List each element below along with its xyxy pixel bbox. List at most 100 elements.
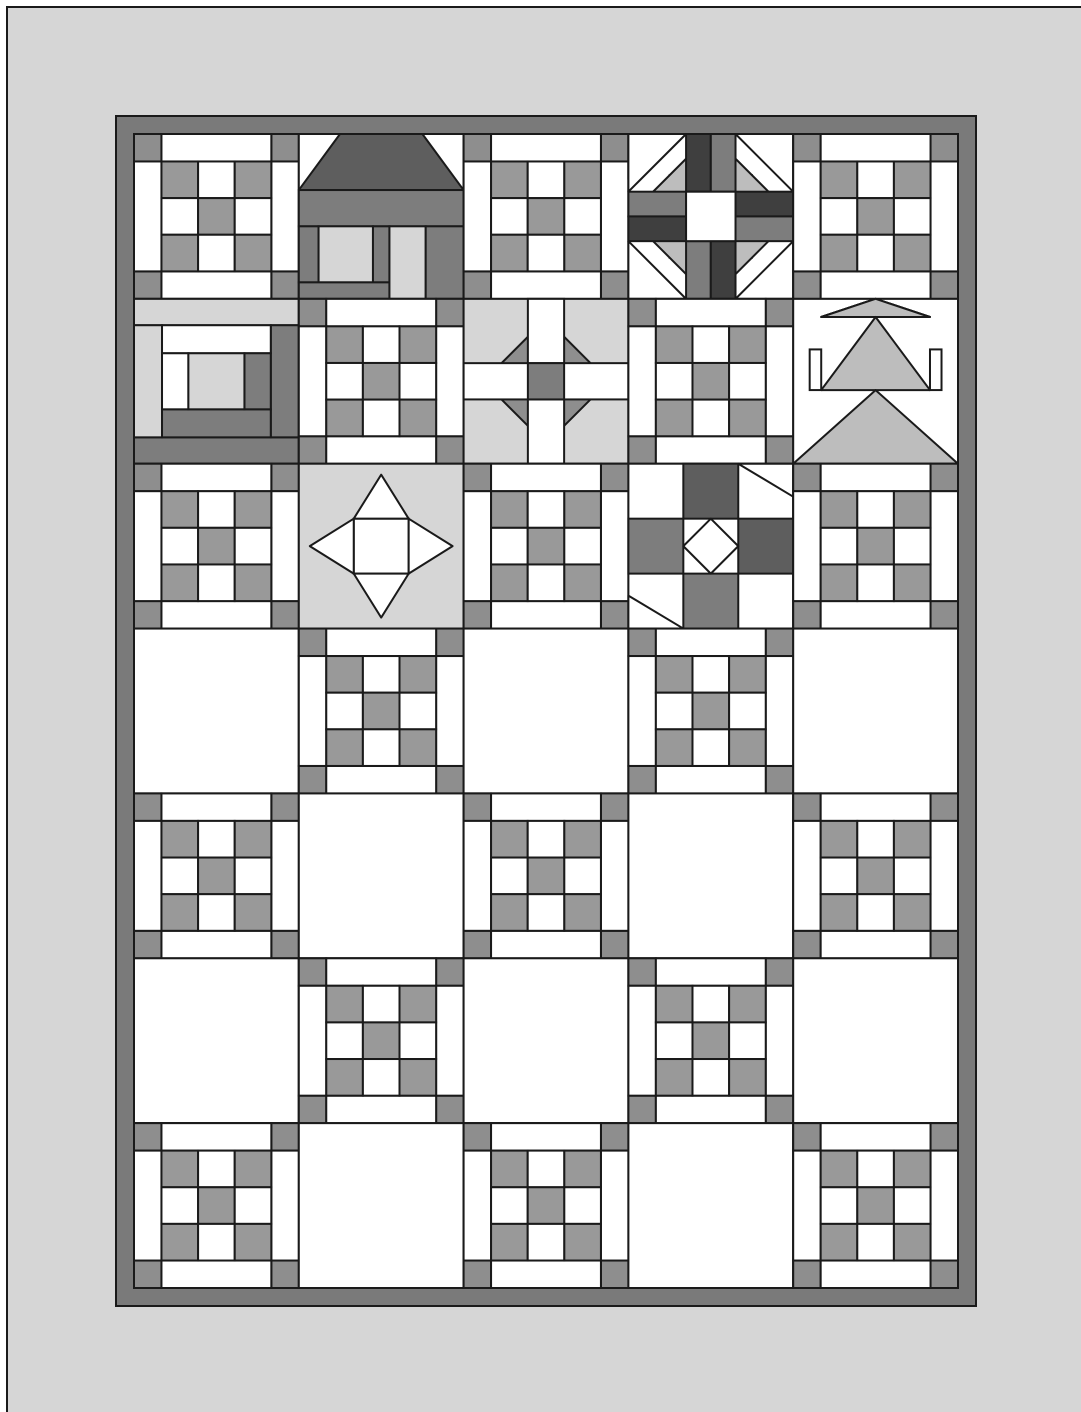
nine-patch-square — [564, 821, 601, 858]
nine-patch-square — [235, 198, 272, 235]
nine-patch-square — [857, 528, 894, 565]
sash — [656, 766, 766, 793]
plain-block — [793, 629, 958, 794]
nine-patch-square — [692, 656, 729, 693]
nine-patch-square — [326, 986, 363, 1023]
nine-patch-square — [857, 1187, 894, 1224]
nine-patch-square — [894, 235, 931, 272]
nine-patch-square — [326, 656, 363, 693]
nine-patch-square — [161, 1187, 198, 1224]
cornerstone — [134, 931, 161, 958]
nine-patch-square — [235, 528, 272, 565]
block-nine-patch — [793, 464, 958, 629]
nine-patch-square — [564, 1151, 601, 1188]
nine-patch-square — [491, 198, 528, 235]
nine-patch-square — [821, 1151, 858, 1188]
plain-block — [793, 958, 958, 1123]
log — [134, 437, 299, 463]
cornerstone — [793, 1123, 820, 1150]
sash — [821, 931, 931, 958]
sash — [161, 1261, 271, 1288]
nine-patch-square — [692, 326, 729, 363]
nine-patch-square — [198, 491, 235, 528]
block-plain — [793, 958, 958, 1123]
nine-patch-square — [729, 693, 766, 730]
sash — [161, 271, 271, 298]
cornerstone — [464, 1261, 491, 1288]
cornerstone — [436, 436, 463, 463]
house-window — [319, 226, 373, 282]
nine-patch-square — [198, 564, 235, 601]
nine-patch-square — [857, 894, 894, 931]
nine-patch-square — [821, 161, 858, 198]
nine-patch-square — [692, 363, 729, 400]
sash — [299, 656, 326, 766]
sash — [656, 629, 766, 656]
nine-patch-square — [235, 564, 272, 601]
center-square — [686, 192, 735, 241]
sash — [436, 326, 463, 436]
block-nine-patch — [134, 134, 299, 299]
cornerstone — [436, 1096, 463, 1123]
nine-patch-square — [326, 693, 363, 730]
nine-patch-square — [326, 400, 363, 437]
cornerstone — [766, 299, 793, 326]
cornerstone — [931, 601, 958, 628]
sash — [601, 1151, 628, 1261]
nine-patch-square — [894, 858, 931, 895]
nine-patch-square — [729, 326, 766, 363]
nine-patch-square — [564, 1187, 601, 1224]
log — [162, 353, 188, 409]
cornerstone — [299, 436, 326, 463]
nine-patch-square — [235, 235, 272, 272]
block-nine-patch — [793, 134, 958, 299]
house-panel — [426, 226, 464, 299]
sash — [491, 793, 601, 820]
nine-patch-square — [821, 1224, 858, 1261]
nine-patch-square — [857, 564, 894, 601]
nine-patch-square — [821, 235, 858, 272]
nine-patch-square — [400, 363, 437, 400]
block-nine-patch — [134, 464, 299, 629]
block-cross-snowball — [464, 299, 629, 464]
nine-patch-square — [326, 729, 363, 766]
cornerstone — [436, 299, 463, 326]
quilt-blocks — [134, 134, 958, 1288]
block-nine-patch — [464, 134, 629, 299]
nine-patch-square — [528, 161, 565, 198]
plain-block — [134, 958, 299, 1123]
nine-patch-square — [894, 821, 931, 858]
block-nine-patch — [628, 299, 793, 464]
sash — [491, 134, 601, 161]
sash — [326, 958, 436, 985]
cornerstone — [271, 931, 298, 958]
tree-gap — [810, 349, 822, 390]
cornerstone — [299, 766, 326, 793]
nine-patch-square — [729, 656, 766, 693]
cornerstone — [134, 601, 161, 628]
nine-patch-square — [363, 1022, 400, 1059]
sash — [161, 931, 271, 958]
nine-patch-square — [491, 491, 528, 528]
strip — [628, 192, 686, 217]
cornerstone — [601, 464, 628, 491]
nine-patch-square — [161, 235, 198, 272]
nine-patch-square — [491, 235, 528, 272]
nine-patch-square — [821, 1187, 858, 1224]
nine-patch-square — [363, 656, 400, 693]
sash — [628, 656, 655, 766]
block-plain — [628, 1123, 793, 1288]
cornerstone — [628, 436, 655, 463]
nine-patch-square — [400, 656, 437, 693]
log-center — [188, 353, 244, 409]
nine-patch-square — [235, 1224, 272, 1261]
nine-patch-square — [656, 326, 693, 363]
strip-dark — [736, 192, 794, 217]
sash — [436, 656, 463, 766]
block-nine-patch — [628, 629, 793, 794]
sash — [656, 1096, 766, 1123]
cornerstone — [766, 1096, 793, 1123]
strip — [711, 134, 736, 192]
nine-patch-square — [491, 1224, 528, 1261]
cornerstone — [628, 766, 655, 793]
